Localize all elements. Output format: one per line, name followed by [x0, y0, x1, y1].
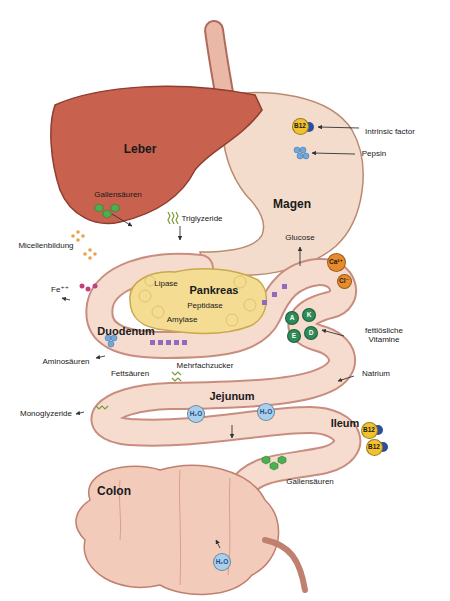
vitamin-molecule: K	[302, 308, 316, 322]
fat-molecules	[96, 212, 181, 409]
vitamin-b12: B12	[366, 439, 383, 456]
molecule-symbol: Ca²⁺	[329, 259, 343, 266]
substance-label: Natrium	[362, 370, 390, 379]
vitamin-b12: B12	[292, 118, 309, 135]
appendix	[265, 540, 305, 590]
molecule-symbol: A	[290, 315, 295, 322]
colon-shape	[76, 465, 279, 594]
substance-label: Aminosäuren	[42, 358, 89, 367]
organ-name: Magen	[273, 198, 311, 211]
molecule-symbol: B12	[294, 123, 306, 130]
colon-folds	[119, 470, 230, 585]
substance-label: Gallensäuren	[94, 191, 142, 200]
substance-label: Triglyzeride	[181, 215, 222, 224]
transport-arrows	[62, 127, 359, 548]
substance-label: fettlösliche Vitamine	[352, 327, 416, 345]
amino-acid-clusters	[105, 147, 309, 347]
enzyme-label: Lipase	[154, 280, 178, 289]
water-molecule: H₂O	[187, 405, 205, 423]
iron-molecules	[80, 284, 98, 292]
water-molecule: H₂O	[257, 403, 275, 421]
ion-molecule: Ca²⁺	[327, 253, 346, 272]
molecule-symbol: Cl⁻	[339, 278, 349, 285]
vitamin-molecule: D	[304, 326, 318, 340]
process-label: Micellenbildung	[18, 242, 73, 251]
substance-label: Mehrfachzucker	[177, 362, 234, 371]
molecule-symbol: K	[307, 312, 312, 319]
ion-molecule: Cl⁻	[337, 274, 352, 289]
organ-name: Colon	[97, 485, 131, 498]
substance-label: Fe⁺⁺	[51, 286, 69, 295]
organ-name: Leber	[124, 143, 157, 156]
liver-shape	[51, 86, 262, 223]
substance-label: Fettsäuren	[111, 370, 149, 379]
intestine-tube	[99, 267, 347, 490]
molecule-symbol: D	[309, 330, 314, 337]
molecule-symbol: B12	[363, 427, 375, 434]
substance-label: Pepsin	[362, 150, 386, 159]
enzyme-label: Amylase	[167, 316, 198, 325]
pancreas-lobules	[139, 276, 256, 326]
polysaccharide-chain	[150, 284, 287, 345]
substance-label: Glucose	[285, 234, 314, 243]
molecule-symbol: H₂O	[260, 409, 273, 416]
vitamin-molecule: A	[285, 311, 299, 325]
organ-name: Duodenum	[97, 325, 154, 337]
molecule-symbol: H₂O	[216, 559, 229, 566]
intestine-outline	[99, 267, 347, 490]
substance-label: Intrinsic factor	[363, 128, 417, 137]
pancreas-shape	[130, 269, 267, 334]
substance-label: Gallensäuren	[286, 478, 334, 487]
substance-label: Monoglyzeride	[20, 410, 72, 419]
organ-name: Ileum	[331, 417, 360, 429]
vitamin-molecule: E	[287, 329, 301, 343]
micelle-dots	[71, 230, 97, 260]
vitamin-b12: B12	[361, 422, 378, 439]
enzyme-label: Peptidase	[187, 302, 223, 311]
molecule-symbol: B12	[368, 444, 380, 451]
organ-name: Jejunum	[209, 390, 254, 402]
molecule-symbol: E	[292, 333, 296, 340]
water-molecule: H₂O	[213, 553, 231, 571]
organ-name: Pankreas	[190, 284, 239, 296]
molecule-symbol: H₂O	[190, 411, 203, 418]
bile-acid-molecules	[95, 204, 286, 470]
